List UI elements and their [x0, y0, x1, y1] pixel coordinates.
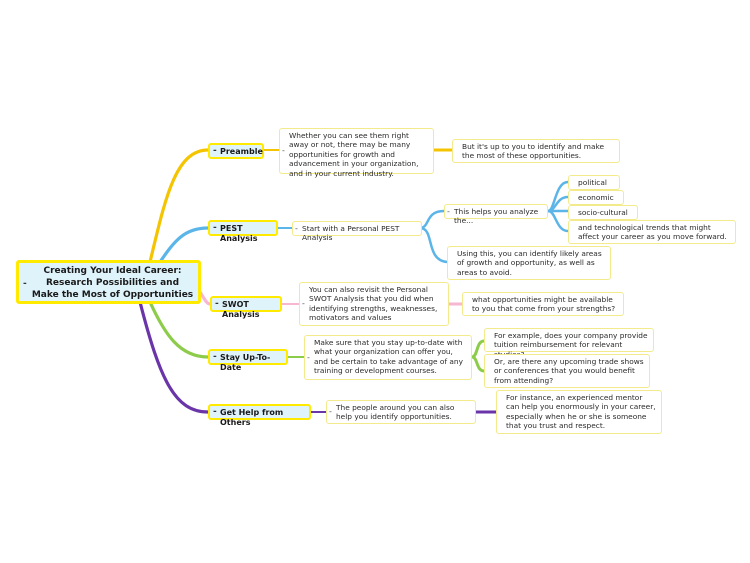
node-text: Using this, you can identify likely area…: [457, 249, 602, 277]
node-text: and technological trends that might affe…: [578, 223, 727, 242]
branch-swot-analysis[interactable]: - SWOT Analysis: [210, 296, 282, 319]
node-text: what opportunities might be available to…: [472, 295, 616, 314]
preamble-note-1[interactable]: - Whether you can see them right away or…: [279, 128, 434, 178]
collapse-toggle[interactable]: -: [213, 352, 217, 362]
collapse-toggle[interactable]: -: [307, 352, 310, 362]
connector-pest-3: [419, 226, 448, 264]
collapse-toggle[interactable]: -: [329, 407, 332, 416]
help-people-node[interactable]: - The people around you can also help yo…: [326, 400, 476, 424]
branch-label: SWOT Analysis: [222, 300, 260, 319]
root-title: Creating Your Ideal Career: Research Pos…: [31, 266, 194, 300]
node-text: But it's up to you to identify and make …: [462, 142, 605, 161]
pest-analyze-node[interactable]: - This helps you analyze the...: [444, 204, 548, 225]
node-text: Whether you can see them right away or n…: [289, 131, 419, 178]
pest-socio-cultural[interactable]: socio-cultural: [568, 205, 638, 220]
collapse-toggle[interactable]: -: [213, 223, 217, 233]
node-text: political: [578, 178, 607, 187]
connector-pest-2: [419, 209, 445, 230]
connector-stay-2: [471, 339, 485, 359]
branch-label: PEST Analysis: [220, 224, 258, 243]
node-text: This helps you analyze the...: [454, 207, 539, 226]
node-text: Or, are there any upcoming trade shows o…: [494, 357, 644, 385]
collapse-toggle[interactable]: -: [213, 146, 217, 156]
root-topic[interactable]: - Creating Your Ideal Career: Research P…: [16, 260, 201, 304]
connector-stay-3: [471, 355, 485, 373]
node-text: Make sure that you stay up-to-date with …: [314, 338, 463, 376]
branch-label: Preamble: [220, 147, 263, 156]
connector-pest-7: [547, 209, 569, 233]
pest-political[interactable]: political: [568, 175, 620, 190]
help-mentor-node[interactable]: For instance, an experienced mentor can …: [496, 390, 662, 434]
branch-label: Get Help from Others: [220, 408, 284, 427]
pest-economic[interactable]: economic: [568, 190, 624, 205]
collapse-toggle[interactable]: -: [302, 299, 305, 308]
swot-opportunities-node[interactable]: what opportunities might be available to…: [462, 292, 624, 316]
connector-root-swot: [198, 291, 211, 306]
node-text: You can also revisit the Personal SWOT A…: [309, 285, 438, 323]
collapse-toggle[interactable]: -: [215, 299, 219, 309]
node-text: Start with a Personal PEST Analysis: [302, 224, 400, 243]
connector-root-pest: [158, 226, 209, 263]
swot-revisit-node[interactable]: - You can also revisit the Personal SWOT…: [299, 282, 449, 326]
connector-root-preamble: [148, 148, 209, 263]
branch-label: Stay Up-To-Date: [220, 353, 271, 372]
node-text: economic: [578, 193, 614, 202]
branch-pest-analysis[interactable]: - PEST Analysis: [208, 220, 278, 243]
collapse-toggle[interactable]: -: [23, 279, 27, 289]
node-text: socio-cultural: [578, 208, 628, 217]
connector-pest-5: [547, 195, 569, 213]
collapse-toggle[interactable]: -: [213, 407, 217, 417]
collapse-toggle[interactable]: -: [447, 206, 450, 216]
branch-stay-up-to-date[interactable]: - Stay Up-To-Date: [208, 349, 288, 372]
connector-root-stay: [148, 301, 209, 359]
pest-technological[interactable]: and technological trends that might affe…: [568, 220, 736, 244]
stay-trade-shows-node[interactable]: Or, are there any upcoming trade shows o…: [484, 354, 650, 388]
node-text: The people around you can also help you …: [336, 403, 455, 422]
connector-root-help: [138, 301, 209, 414]
stay-for-example-node[interactable]: For example, does your company provide t…: [484, 328, 654, 359]
node-text: For instance, an experienced mentor can …: [506, 393, 656, 431]
preamble-note-2[interactable]: But it's up to you to identify and make …: [452, 139, 620, 163]
collapse-toggle[interactable]: -: [282, 146, 285, 155]
branch-preamble[interactable]: - Preamble: [208, 143, 264, 159]
pest-start-node[interactable]: - Start with a Personal PEST Analysis: [292, 221, 422, 242]
branch-get-help-from-others[interactable]: - Get Help from Others: [208, 404, 311, 427]
pest-using-this[interactable]: Using this, you can identify likely area…: [447, 246, 611, 280]
collapse-toggle[interactable]: -: [295, 223, 298, 233]
stay-make-sure-node[interactable]: - Make sure that you stay up-to-date wit…: [304, 335, 472, 380]
